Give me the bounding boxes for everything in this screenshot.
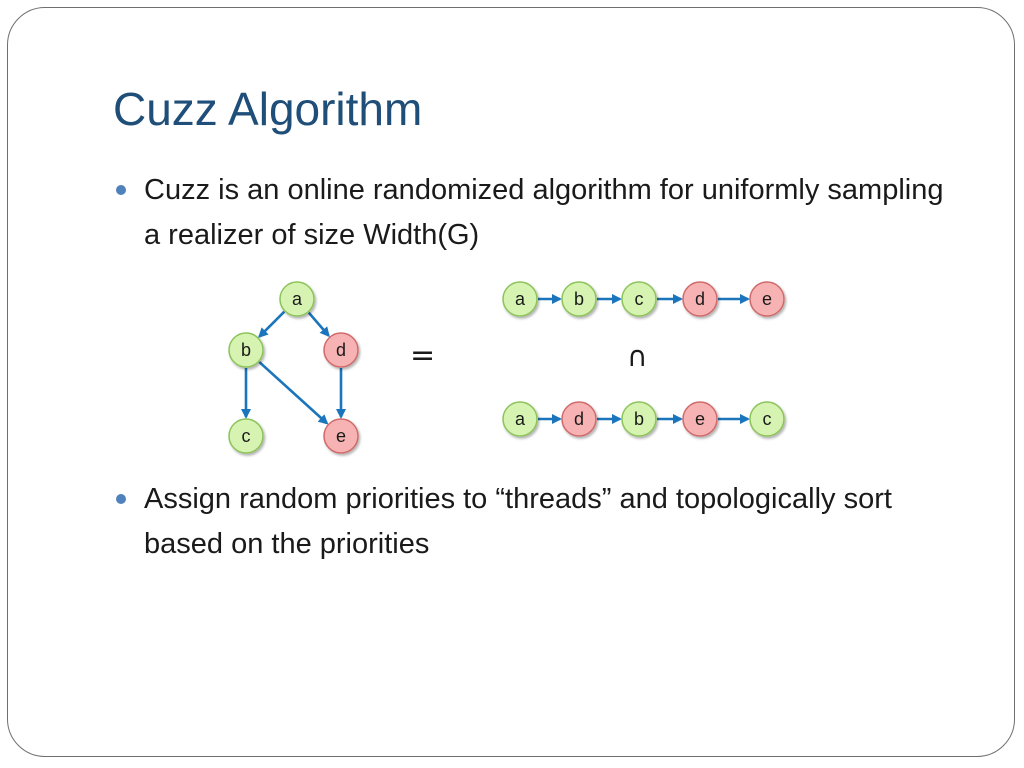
chain1-node-b: b bbox=[561, 281, 597, 317]
node-label: a bbox=[515, 289, 526, 309]
chain2-node-e: e bbox=[682, 401, 718, 437]
node-label: a bbox=[515, 409, 526, 429]
bullet-text: Cuzz is an online randomized algorithm f… bbox=[144, 174, 944, 251]
node-circle bbox=[682, 401, 718, 437]
node-label: e bbox=[695, 409, 705, 429]
node-circle bbox=[749, 281, 785, 317]
graph-edge-b-e bbox=[258, 361, 329, 425]
node-circle bbox=[323, 418, 359, 454]
node-circle bbox=[621, 401, 657, 437]
graph-node-c: c bbox=[228, 418, 264, 454]
node-circle bbox=[749, 401, 785, 437]
node-label: b bbox=[634, 409, 644, 429]
chain2-node-c: c bbox=[749, 401, 785, 437]
node-label: e bbox=[762, 289, 772, 309]
graph-node-d: d bbox=[323, 332, 359, 368]
chain2-node-a: a bbox=[502, 401, 538, 437]
node-label: c bbox=[242, 426, 251, 446]
equals-symbol: = bbox=[410, 338, 436, 373]
node-label: e bbox=[336, 426, 346, 446]
node-circle bbox=[228, 418, 264, 454]
node-circle bbox=[228, 332, 264, 368]
node-circle bbox=[502, 401, 538, 437]
chain2-node-b: b bbox=[621, 401, 657, 437]
node-label: b bbox=[241, 340, 251, 360]
graph-edge-a-b bbox=[258, 310, 286, 338]
chain1-node-e: e bbox=[749, 281, 785, 317]
bullet-dot-icon bbox=[116, 185, 126, 195]
slide-frame bbox=[7, 7, 1015, 757]
node-label: b bbox=[574, 289, 584, 309]
bullet-item: Assign random priorities to “threads” an… bbox=[116, 477, 956, 567]
bullet-dot-icon bbox=[116, 494, 126, 504]
node-circle bbox=[621, 281, 657, 317]
node-label: d bbox=[336, 340, 346, 360]
node-label: c bbox=[763, 409, 772, 429]
chain1-node-d: d bbox=[682, 281, 718, 317]
intersection-symbol: ∩ bbox=[627, 340, 648, 373]
node-circle bbox=[279, 281, 315, 317]
bullet-item: Cuzz is an online randomized algorithm f… bbox=[116, 168, 956, 258]
graph-node-b: b bbox=[228, 332, 264, 368]
node-circle bbox=[323, 332, 359, 368]
node-label: d bbox=[695, 289, 705, 309]
graph-node-e: e bbox=[323, 418, 359, 454]
node-circle bbox=[561, 281, 597, 317]
node-circle bbox=[682, 281, 718, 317]
bullet-text: Assign random priorities to “threads” an… bbox=[144, 483, 892, 560]
node-label: c bbox=[635, 289, 644, 309]
node-circle bbox=[561, 401, 597, 437]
graph-node-a: a bbox=[279, 281, 315, 317]
chain1-node-c: c bbox=[621, 281, 657, 317]
graph-edge-a-d bbox=[307, 311, 330, 338]
node-circle bbox=[502, 281, 538, 317]
node-label: d bbox=[574, 409, 584, 429]
chain1-node-a: a bbox=[502, 281, 538, 317]
chain2-node-d: d bbox=[561, 401, 597, 437]
node-label: a bbox=[292, 289, 303, 309]
slide-title: Cuzz Algorithm bbox=[113, 83, 423, 135]
